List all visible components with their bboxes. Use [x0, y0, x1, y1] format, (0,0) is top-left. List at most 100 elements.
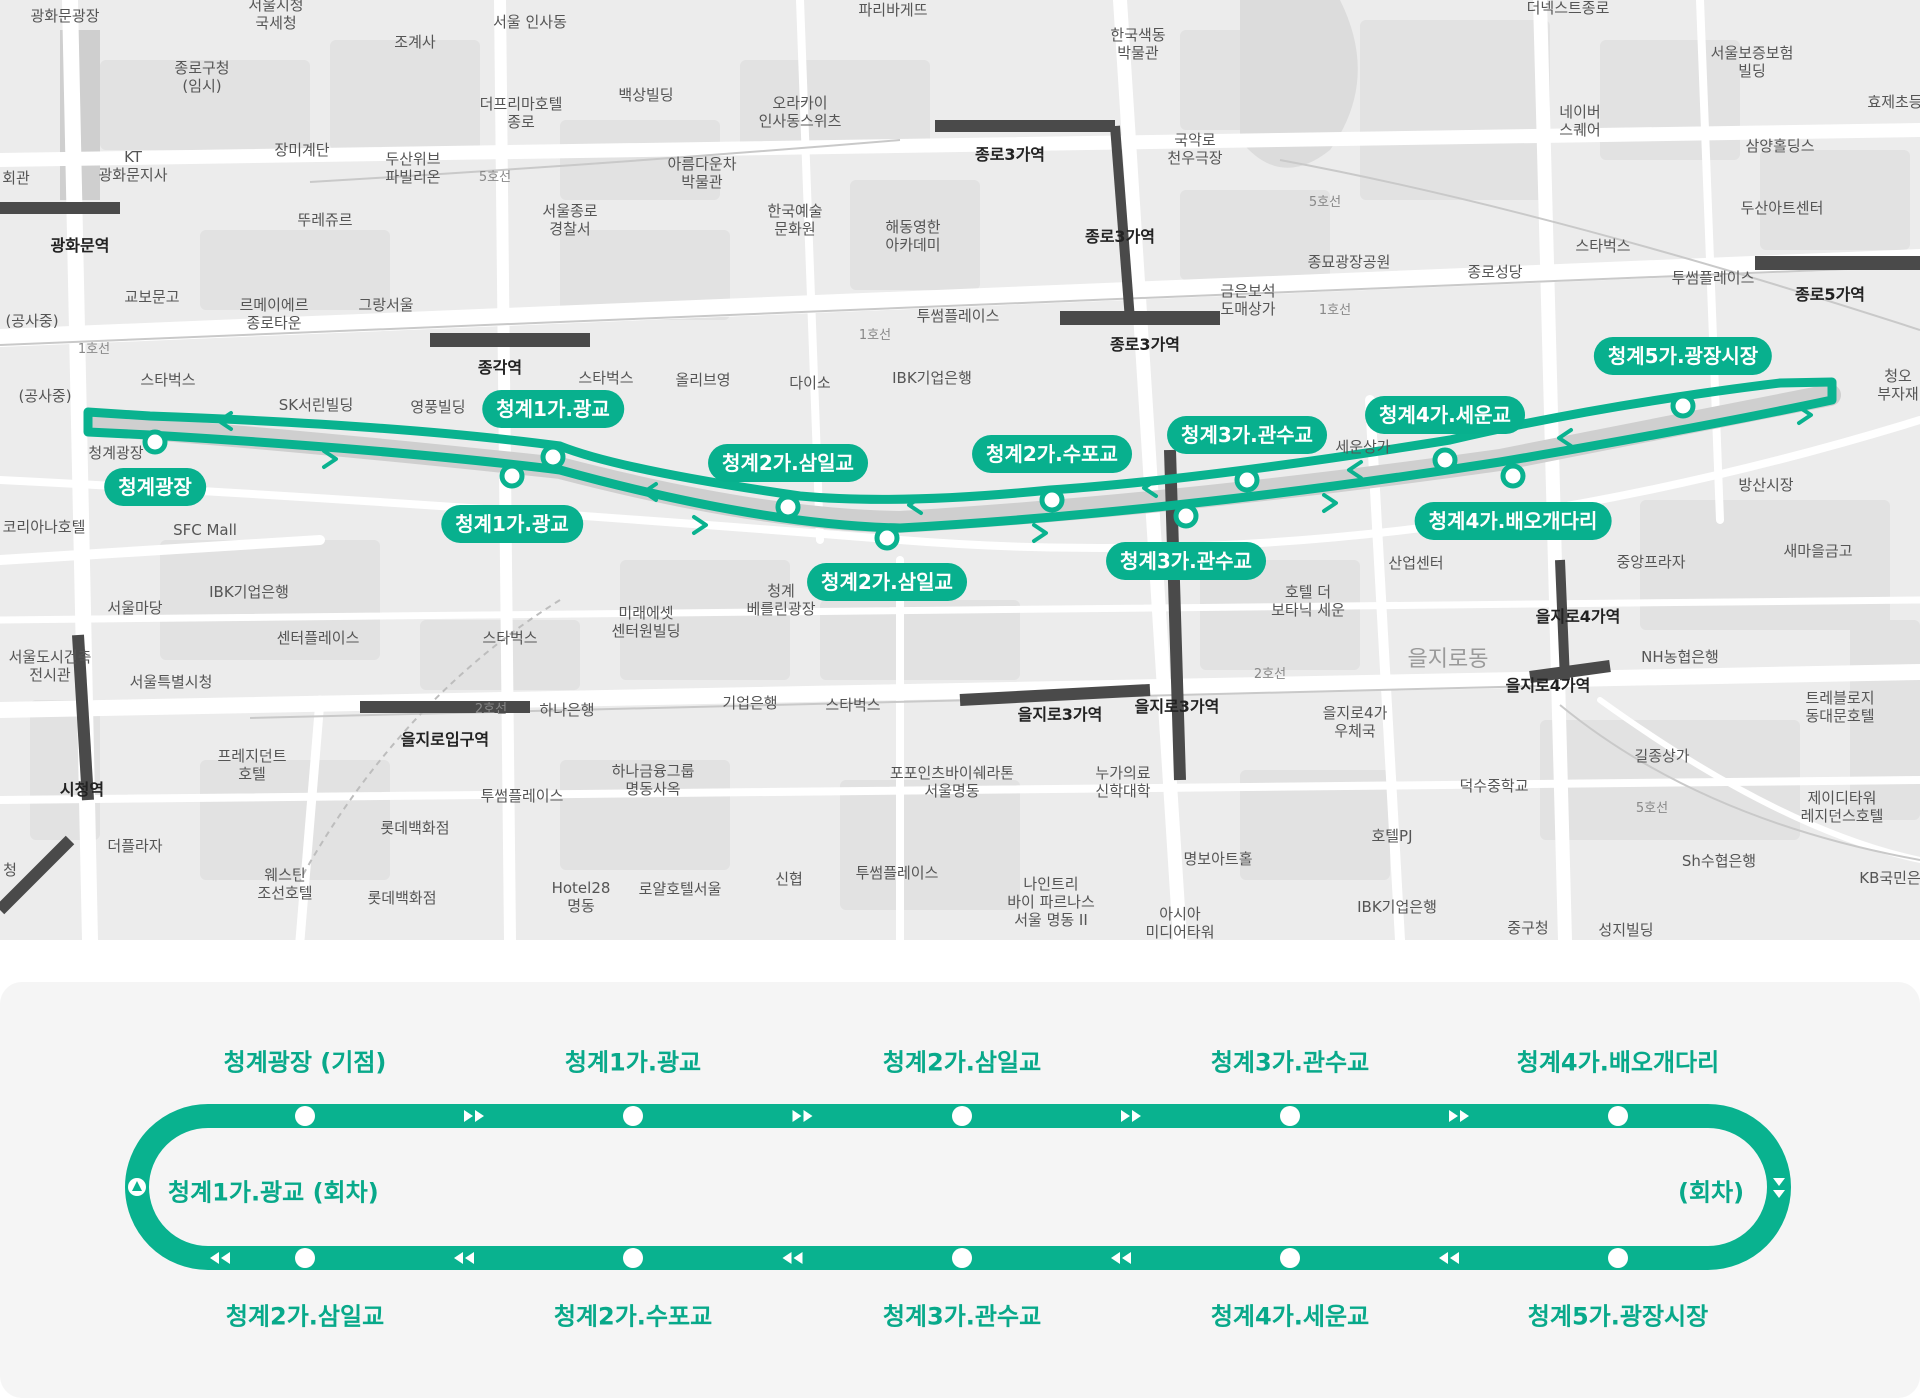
- subway-station-label[interactable]: 종각역: [477, 358, 523, 377]
- schematic-stop-dot: [1608, 1106, 1628, 1126]
- schematic-direction-arrow: [1121, 1110, 1141, 1122]
- poi-label: 서울특별시청: [129, 673, 213, 691]
- poi-label: 회관: [2, 169, 30, 187]
- poi-label: 스타벅스: [482, 629, 538, 647]
- subway-station-label[interactable]: 종로5가역: [1794, 285, 1866, 304]
- route-stop-label[interactable]: 청계4가.세운교: [1365, 396, 1525, 434]
- route-stop-label[interactable]: 청계2가.삼일교: [807, 563, 967, 601]
- route-stop-label[interactable]: 청계3가.관수교: [1167, 416, 1327, 454]
- schematic-direction-arrow: [454, 1252, 474, 1264]
- poi-label: 다이소: [789, 374, 831, 392]
- route-stop-label[interactable]: 청계광장: [104, 468, 206, 506]
- route-stop-label[interactable]: 청계3가.관수교: [1106, 542, 1266, 580]
- turn-icon-right: [1773, 1178, 1785, 1198]
- poi-label: IBK기업은행: [1357, 898, 1437, 916]
- poi-label: 호텔PJ: [1371, 827, 1413, 845]
- subway-station-label[interactable]: 을지로4가역: [1535, 607, 1621, 626]
- left-turn-label: 청계1가.광교 (회차): [168, 1178, 379, 1207]
- poi-label: 길종상가: [1634, 747, 1690, 765]
- subway-station-label[interactable]: 종로3가역: [1084, 227, 1156, 246]
- schematic-stop-markers: [295, 1106, 1628, 1268]
- route-direction-arrow: [642, 482, 658, 502]
- route-stop-label[interactable]: 청계2가.삼일교: [708, 444, 868, 482]
- route-stop-marker: [775, 494, 801, 520]
- arrow-head: [1439, 1252, 1448, 1264]
- poi-label: 종묘광장공원: [1307, 253, 1391, 271]
- route-stop-label[interactable]: 청계1가.광교: [441, 505, 583, 543]
- poi-label: 올리브영: [675, 371, 731, 389]
- schematic-stop-dot: [623, 1248, 643, 1268]
- poi-label: 세운상가: [1335, 438, 1391, 456]
- route-stop-marker: [874, 525, 900, 551]
- poi-label: 금은보석 도매상가: [1220, 282, 1276, 318]
- poi-label: 투썸플레이스: [916, 307, 1000, 325]
- schematic-stop-label: 청계5가.광장시장: [1527, 1302, 1709, 1331]
- map-canvas[interactable]: [0, 0, 1920, 940]
- schematic-stop-dot: [295, 1248, 315, 1268]
- route-stop-label[interactable]: 청계4가.배오개다리: [1414, 502, 1612, 540]
- poi-label: 스타벅스: [578, 369, 634, 387]
- poi-label: 두산아트센터: [1740, 199, 1824, 217]
- arrow-head: [1122, 1252, 1131, 1264]
- schematic-stop-dot: [1280, 1106, 1300, 1126]
- poi-label: 을지로4가 우체국: [1322, 704, 1388, 740]
- schematic-direction-arrow: [210, 1252, 230, 1264]
- route-stop-marker: [1670, 393, 1696, 419]
- route-direction-arrow: [322, 449, 338, 469]
- poi-label: 청오 부자재: [1877, 367, 1919, 403]
- route-stop-label[interactable]: 청계5가.광장시장: [1593, 337, 1773, 375]
- poi-label: 명보아트홀: [1183, 850, 1253, 868]
- poi-label: 스타벅스: [140, 371, 196, 389]
- route-stop-label[interactable]: 청계2가.수포교: [972, 435, 1132, 473]
- poi-label: 덕수중학교: [1459, 777, 1529, 795]
- arrow-head: [793, 1252, 803, 1264]
- poi-label: 방산시장: [1738, 476, 1794, 494]
- poi-label: 아름다운차 박물관: [667, 155, 737, 191]
- district-label: 을지로동: [1407, 647, 1489, 672]
- poi-label: 그랑서울: [358, 296, 414, 314]
- subway-station-label[interactable]: 을지로3가역: [1134, 697, 1220, 716]
- arrow-head: [1449, 1110, 1458, 1122]
- subway-station-label[interactable]: 시청역: [59, 780, 105, 799]
- poi-label: KT 광화문지사: [98, 148, 168, 184]
- poi-label: 스타벅스: [825, 696, 881, 714]
- subway-station-label[interactable]: 종로3가역: [1109, 335, 1181, 354]
- subway-station-label[interactable]: 을지로입구역: [400, 730, 490, 749]
- poi-label: 아시아 미디어타워: [1145, 905, 1215, 940]
- poi-label: 한국예술 문화원: [767, 202, 823, 238]
- poi-label: 뚜레쥬르: [297, 211, 353, 229]
- route-direction-arrow: [1032, 523, 1048, 543]
- subway-station-label[interactable]: 광화문역: [50, 236, 110, 255]
- poi-label: 서울도시건축 전시관: [8, 648, 92, 684]
- schematic-direction-arrow: [792, 1110, 813, 1122]
- route-stop-marker: [142, 429, 168, 455]
- poi-label: 국악로 천우극장: [1167, 131, 1223, 167]
- subway-station-label[interactable]: 종로3가역: [974, 145, 1046, 164]
- route-schematic: [125, 1104, 1791, 1270]
- line-label: 1호선: [77, 342, 111, 357]
- poi-label: Sh수협은행: [1681, 852, 1757, 870]
- poi-label: 웨스틴 조선호텔: [257, 866, 313, 902]
- map-base: [0, 0, 1920, 940]
- schematic-stop-dot: [1280, 1248, 1300, 1268]
- poi-label: 호텔 더 보타닉 세운: [1271, 583, 1345, 619]
- poi-label: 하나금융그룹 명동사옥: [611, 762, 695, 798]
- poi-label: 나인트리 바이 파르나스 서울 명동 II: [1007, 875, 1095, 929]
- route-direction-arrow: [1797, 405, 1813, 425]
- route-loop-line: [83, 377, 1837, 533]
- arrow-head: [803, 1110, 813, 1122]
- route-stop-marker: [1500, 463, 1526, 489]
- subway-station-label[interactable]: 을지로4가역: [1505, 676, 1591, 695]
- poi-label: 파리바게뜨: [858, 1, 928, 19]
- subway-station-label[interactable]: 을지로3가역: [1017, 705, 1103, 724]
- poi-label: 삼양홀딩스: [1745, 137, 1815, 155]
- poi-label: 스타벅스: [1575, 237, 1631, 255]
- route-stop-marker: [540, 444, 566, 470]
- poi-label: 신협: [775, 870, 803, 888]
- schematic-stop-label: 청계1가.광교: [564, 1048, 702, 1077]
- route-stop-label[interactable]: 청계1가.광교: [482, 390, 624, 428]
- line-label: 5호선: [1308, 195, 1342, 210]
- schematic-stop-dot: [623, 1106, 643, 1126]
